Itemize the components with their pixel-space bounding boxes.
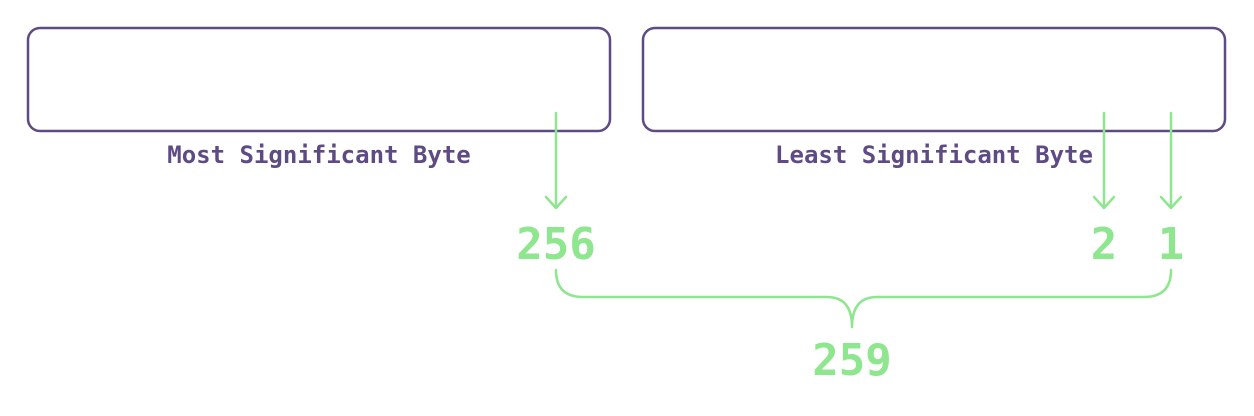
lsb-bit-2-value: 2 [1091,219,1118,270]
msb-bit-value: 256 [516,219,595,270]
total-value: 259 [812,335,891,386]
lsb-box [641,26,1227,133]
msb-box [26,26,612,133]
arrow-lsb-bit-2 [1092,111,1116,210]
arrow-lsb-bit-1 [1159,111,1183,210]
arrow-msb-bit [544,111,568,210]
sum-brace [554,268,1173,329]
lsb-bit-1-value: 1 [1158,219,1185,270]
msb-label: Most Significant Byte [167,141,470,169]
lsb-label: Least Significant Byte [775,141,1093,169]
